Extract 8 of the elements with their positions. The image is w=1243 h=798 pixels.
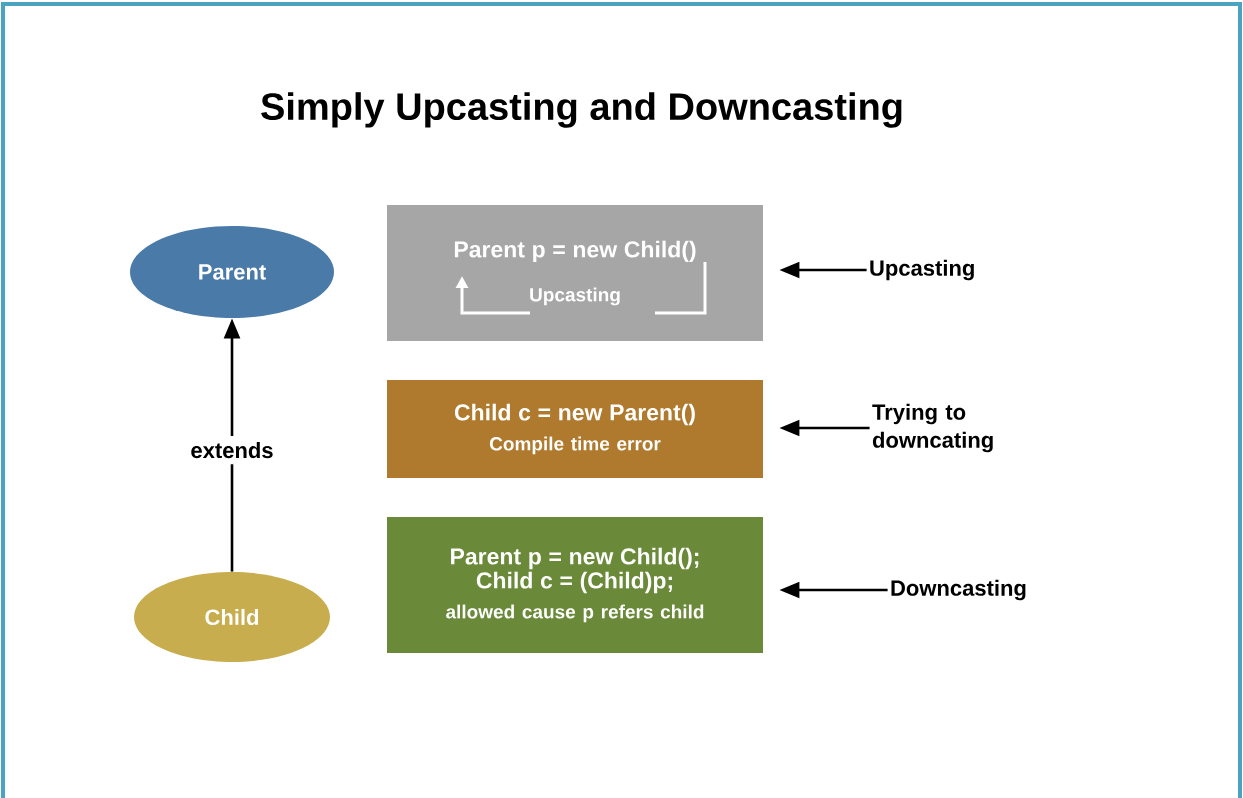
edge-label: extends [184, 436, 280, 465]
caption-text: Trying to downcating [872, 403, 993, 453]
code-box: Parent p = new Child(); Child c = (Child)p; allowed cause p refers child [387, 517, 763, 653]
caption-text: Upcasting [870, 259, 974, 281]
caption-text: Downcasting [891, 579, 1026, 601]
code-box: Child c = new Parent() Compile time error [387, 380, 763, 478]
code-box: Parent p = new Child() Upcasting [387, 205, 763, 341]
title: Simply Upcasting and Downcasting [261, 92, 902, 128]
